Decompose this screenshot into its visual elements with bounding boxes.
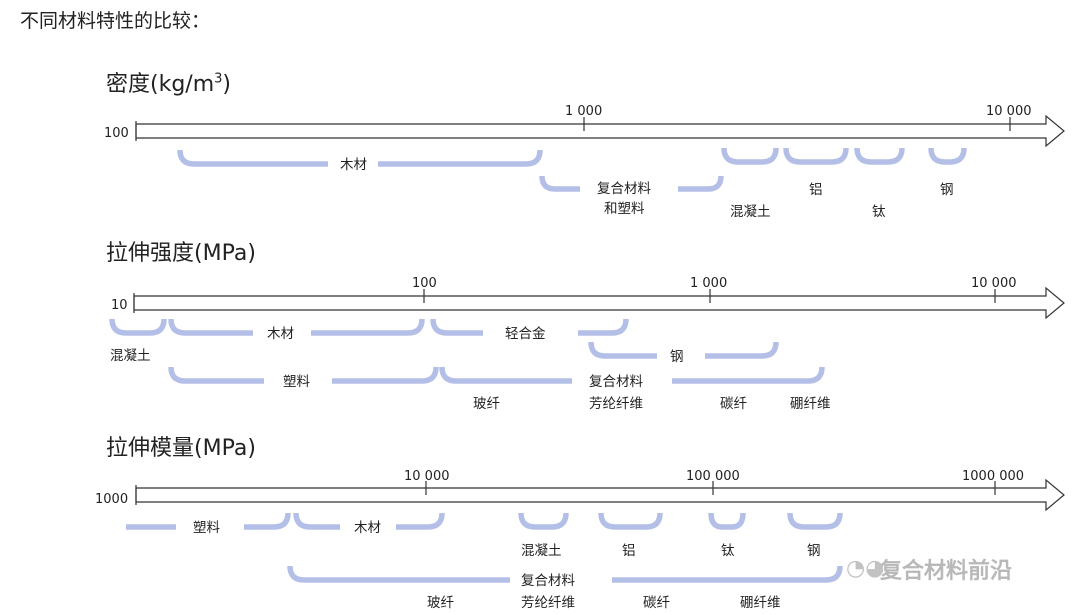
bracket-label: 轻合金 [505,326,546,342]
modulus-tick-label: 100 000 [686,469,740,484]
bracket-label: 塑料 [283,374,310,390]
wechat-icon: ◔◕ [846,556,885,581]
modulus-bracket-concrete [518,512,569,530]
bracket-label: 钢 [940,182,954,198]
strength-tick-label: 10 000 [971,276,1017,291]
density-origin-label: 100 [104,126,129,141]
modulus-bracket-titanium [708,512,746,530]
bracket-label: 钛 [872,204,886,220]
bracket-label: 玻纤 [427,595,454,611]
strength-bracket-steel [588,341,779,359]
modulus-bracket-aluminium [598,512,663,530]
bracket-label: 铝 [622,543,636,559]
strength-bracket-carbon-boron [672,366,825,384]
bracket-label: 和塑料 [604,201,645,217]
bracket-label: 芳纶纤维 [521,595,575,611]
bracket-label: 塑料 [193,520,220,536]
bracket-label: 钢 [807,543,821,559]
strength-bracket-concrete [109,318,167,336]
density-tick-label: 10 000 [986,104,1032,119]
strength-origin-label: 10 [111,298,128,313]
density-tick-label: 1 000 [565,104,602,119]
tensile-strength-title: 拉伸强度(MPa) [106,241,256,266]
density-title: 密度(kg/m3) [106,71,232,97]
strength-bracket-light-alloy [430,318,629,336]
modulus-bracket-steel [787,512,843,530]
density-axis [135,114,1065,148]
tensile-modulus-title: 拉伸模量(MPa) [106,436,256,461]
bracket-label: 硼纤维 [790,396,831,412]
strength-tick-label: 1 000 [690,276,727,291]
modulus-bracket-carbon-boron [612,565,843,583]
modulus-bracket-glass-fibre [287,565,510,583]
density-bracket-composites [539,175,724,192]
bracket-label: 玻纤 [473,396,500,412]
tensile-modulus-axis [135,478,1065,512]
bracket-label: 混凝土 [110,348,151,364]
bracket-label: 硼纤维 [740,595,781,611]
density-bracket-concrete [721,147,779,165]
bracket-label: 木材 [354,520,381,536]
strength-tick-label: 100 [412,276,437,291]
tensile-strength-axis [133,286,1065,320]
modulus-bracket-wood [293,512,445,530]
bracket-label: 钛 [721,543,735,559]
bracket-label: 复合材料 [597,180,651,197]
modulus-origin-label: 1000 [95,492,128,507]
density-bracket-wood [177,149,543,167]
density-bracket-titanium [854,147,905,165]
bracket-label: 混凝土 [730,204,771,220]
bracket-label: 铝 [809,182,823,198]
strength-bracket-glass-fibre [439,366,572,384]
strength-bracket-wood [168,318,425,336]
density-bracket-aluminium [783,147,849,165]
bracket-label: 碳纤 [720,396,747,412]
bracket-label: 芳纶纤维 [589,396,643,412]
bracket-label: 碳纤 [643,595,670,611]
watermark: 复合材料前沿 [880,559,1013,584]
bracket-label: 木材 [267,326,294,342]
bracket-label: 复合材料 [589,373,643,390]
bracket-label: 木材 [340,157,367,173]
strength-bracket-plastics [168,366,439,384]
bracket-label: 复合材料 [521,572,575,589]
modulus-tick-label: 1000 000 [962,469,1024,484]
density-bracket-steel [928,147,967,165]
page-title: 不同材料特性的比较： [20,10,211,32]
modulus-bracket-plastics [126,512,291,530]
bracket-label: 混凝土 [521,543,562,559]
bracket-label: 钢 [670,349,684,365]
modulus-tick-label: 10 000 [404,469,450,484]
